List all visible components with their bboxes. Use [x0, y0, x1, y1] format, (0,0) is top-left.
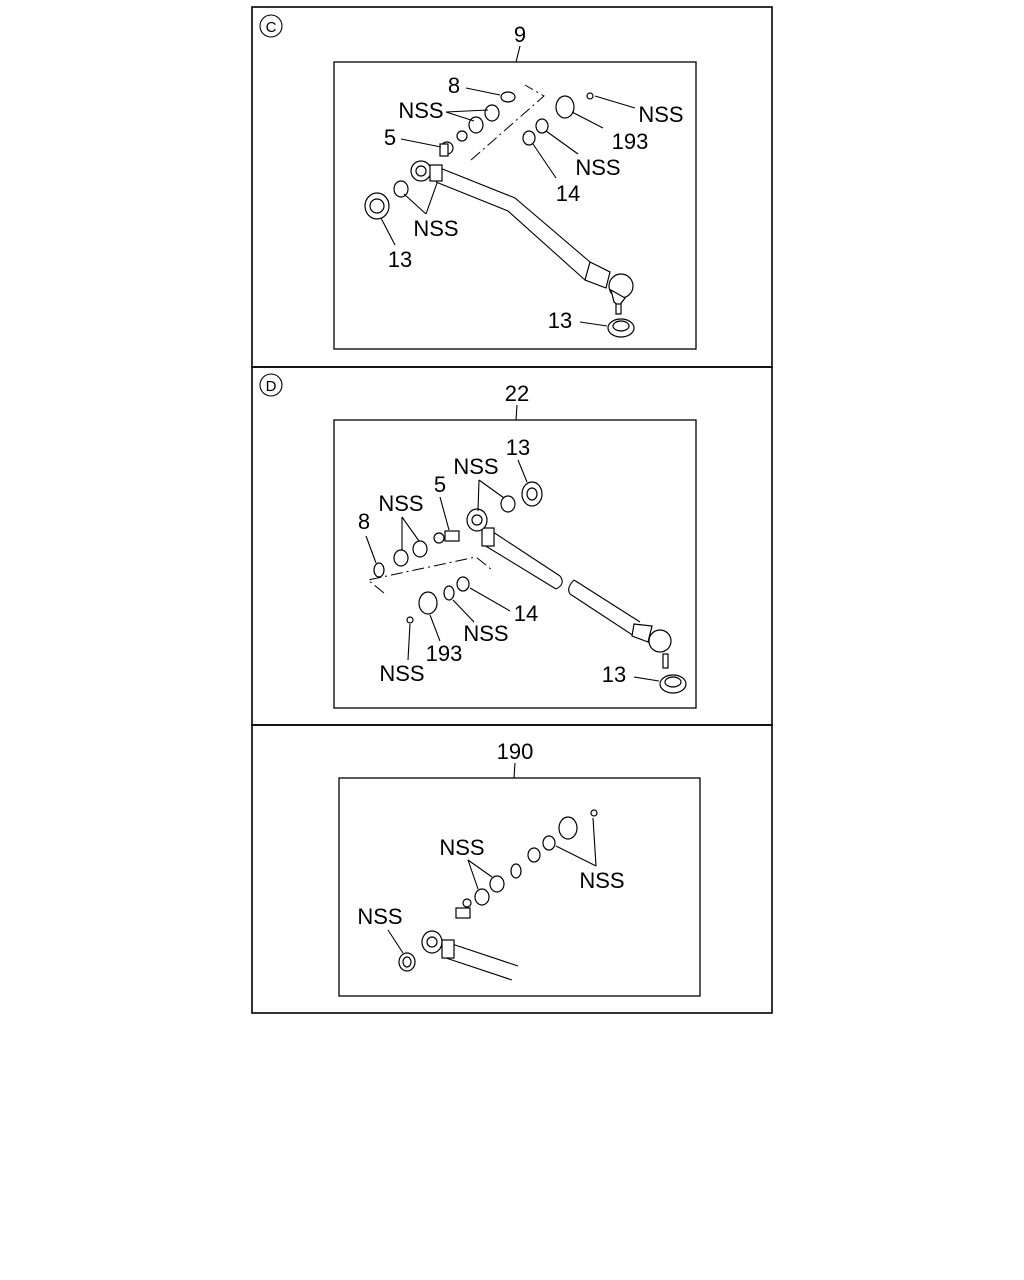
panel-d-tie-rod: [366, 481, 687, 694]
panel-c-label-13b: 13: [548, 308, 572, 333]
panel-d-label-nss-d: NSS: [379, 661, 424, 686]
panel-c-seal-14: [522, 130, 536, 146]
panel-e-label-nss-c: NSS: [357, 904, 402, 929]
panel-d-seal-14: [456, 576, 470, 592]
panel-c-label-nss-b: NSS: [638, 102, 683, 127]
panel-c-frame: [251, 6, 773, 368]
panel-c-label-5: 5: [384, 125, 396, 150]
panel-d-assembly-box: [333, 419, 697, 709]
panel-e-assembly-number: 190: [497, 739, 534, 764]
panel-d-badge: D: [266, 378, 277, 395]
panel-c: C 9: [251, 6, 773, 368]
panel-d-label-13a: 13: [506, 435, 530, 460]
panel-d-ring-8: [373, 562, 385, 578]
panel-c-assembly-leader: [515, 45, 521, 63]
panel-c-label-13a: 13: [388, 247, 412, 272]
panel-c-badge-circle: [259, 14, 283, 38]
panel-e: 190 NSS NSS NSS: [251, 724, 773, 1014]
panel-c-label-8: 8: [448, 73, 460, 98]
panel-e-tie-rod: [398, 809, 598, 981]
panel-d-ball-stud-5: [444, 530, 460, 542]
panel-d-label-13b: 13: [602, 662, 626, 687]
panel-d-label-nss-a: NSS: [453, 454, 498, 479]
panel-c-label-nss-c: NSS: [575, 155, 620, 180]
panel-c-label-193: 193: [612, 129, 649, 154]
panel-d-badge-circle: [259, 373, 283, 397]
panel-c-assembly-box: [333, 61, 697, 350]
panel-e-label-nss-a: NSS: [439, 835, 484, 860]
panel-e-label-nss-b: NSS: [579, 868, 624, 893]
panel-d-label-nss-b: NSS: [378, 491, 423, 516]
panel-e-frame: [251, 724, 773, 1014]
panel-c-ring-8: [500, 91, 516, 103]
panel-d-label-nss-c: NSS: [463, 621, 508, 646]
panel-d-boot-193: [418, 591, 438, 615]
panel-c-label-nss-a: NSS: [398, 98, 443, 123]
panel-d-label-14: 14: [514, 601, 538, 626]
panel-c-badge: C: [266, 19, 277, 36]
panel-d-label-5: 5: [434, 472, 446, 497]
panel-c-label-14: 14: [556, 181, 580, 206]
panel-c-label-nss-d: NSS: [413, 216, 458, 241]
panel-d-frame: [251, 366, 773, 726]
panel-c-assembly-number: 9: [514, 22, 526, 47]
panel-d-label-8: 8: [358, 509, 370, 534]
panel-e-assembly-box: [338, 777, 701, 997]
panel-d: D 22: [251, 366, 773, 726]
panel-d-assembly-number: 22: [505, 381, 529, 406]
panel-d-label-193: 193: [426, 641, 463, 666]
panel-c-tie-rod: [364, 84, 635, 338]
panel-c-boot-193: [555, 95, 575, 119]
